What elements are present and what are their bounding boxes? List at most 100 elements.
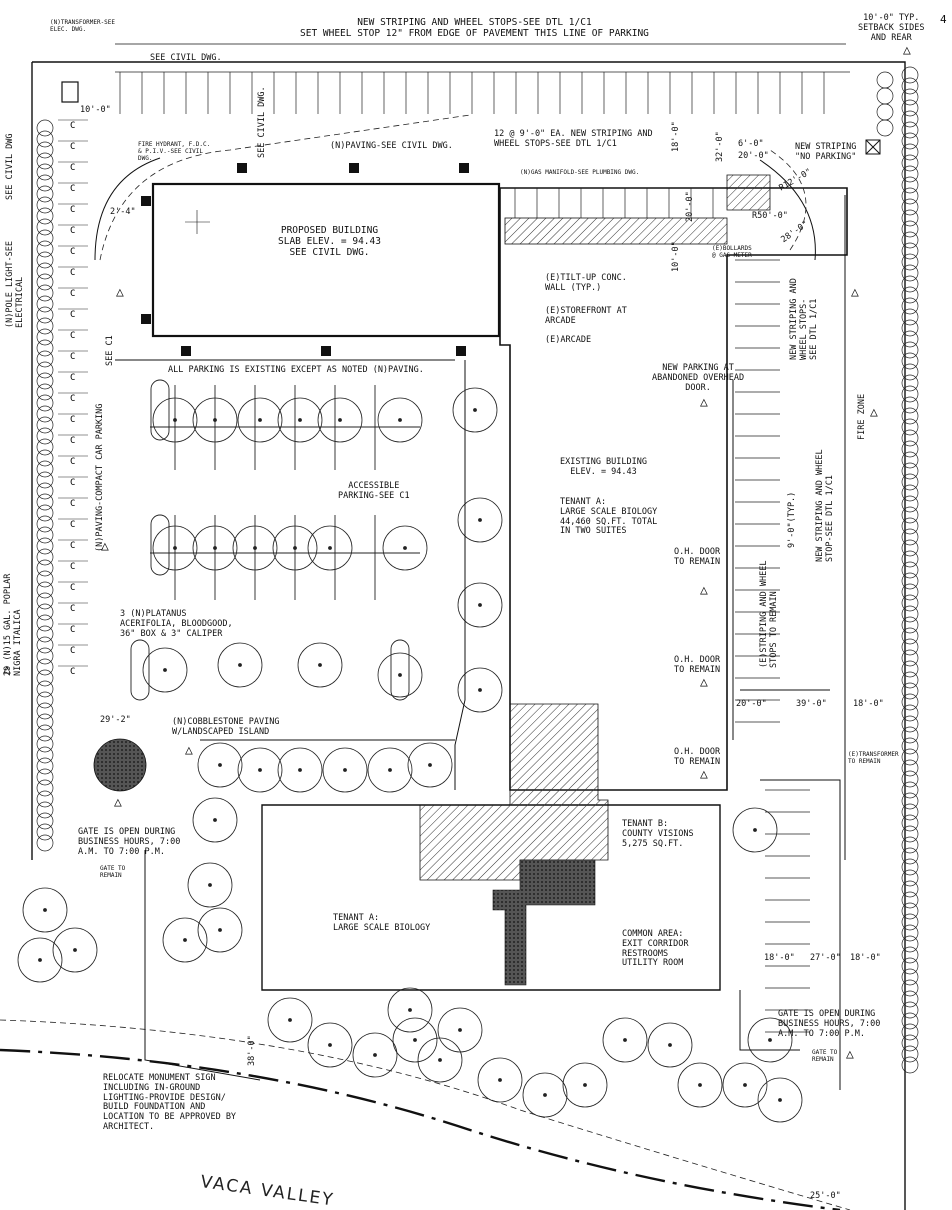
tree: [732, 807, 778, 853]
tree: [392, 1017, 438, 1063]
paving-civil-note: (N)PAVING-SEE CIVIL DWG.: [330, 141, 453, 151]
tree-center: [478, 603, 482, 607]
tree-center: [258, 418, 262, 422]
tree-center: [583, 1083, 587, 1087]
poplar: [901, 803, 919, 821]
poplar: [36, 196, 54, 214]
tree-center: [163, 668, 167, 672]
poplar: [36, 372, 54, 390]
island: [390, 639, 410, 701]
poplar: [901, 407, 919, 425]
poplar: [901, 132, 919, 150]
tree: [142, 647, 188, 693]
dim-29: 29'-2": [100, 715, 131, 725]
tree-center: [543, 1093, 547, 1097]
dim-10-top: 10'-0": [80, 105, 111, 115]
tree-center: [298, 768, 302, 772]
poplar: [901, 913, 919, 931]
curbs: [94, 157, 846, 1090]
compact-stall-mark: C: [70, 583, 75, 593]
tree: [162, 917, 208, 963]
compact-stall-mark: C: [70, 499, 75, 509]
poplar: [36, 163, 54, 181]
poplar: [901, 187, 919, 205]
poplar: [901, 242, 919, 260]
poplar: [36, 262, 54, 280]
poplar: [36, 119, 54, 137]
striping-note-top: NEW STRIPING AND WHEEL STOPS-SEE DTL 1/C…: [300, 17, 649, 40]
parking-islands: [130, 379, 420, 701]
poplar: [901, 473, 919, 491]
poplar: [36, 702, 54, 720]
poplar: [901, 847, 919, 865]
poplar: [901, 495, 919, 513]
compact-stall-mark: C: [70, 667, 75, 677]
poplar: [901, 616, 919, 634]
tree: [297, 642, 343, 688]
poplar: [901, 572, 919, 590]
compact-stall-mark: C: [70, 226, 75, 236]
tree-center: [213, 546, 217, 550]
tree: [522, 1072, 568, 1118]
tree: [52, 927, 98, 973]
tree: [602, 1017, 648, 1063]
poplar: [36, 471, 54, 489]
cobblestone-island: [93, 738, 147, 792]
compact-stall-mark: C: [70, 457, 75, 467]
compact-stall-mark: C: [70, 142, 75, 152]
poplar: [901, 198, 919, 216]
poplar: [901, 286, 919, 304]
compact-stall-mark: C: [70, 289, 75, 299]
poplar: [36, 383, 54, 401]
poplar: [901, 781, 919, 799]
tree-center: [473, 408, 477, 412]
cobblestone-note: (N)COBBLESTONE PAVINGw/LANDSCAPED ISLAND: [172, 717, 280, 737]
poplar: [876, 71, 894, 89]
poplar: [901, 209, 919, 227]
poplar: [36, 834, 54, 852]
poplar: [36, 306, 54, 324]
poplar: [901, 363, 919, 381]
fire-zone-label: FIRE ZONE: [857, 393, 867, 440]
poplar: [901, 924, 919, 942]
poplar: [36, 482, 54, 500]
tree-center: [288, 1018, 292, 1022]
poplar: [36, 460, 54, 478]
poplar: [901, 704, 919, 722]
poplar: [36, 339, 54, 357]
poplar: [36, 394, 54, 412]
tree: [722, 1062, 768, 1108]
tree: [237, 747, 283, 793]
poplar: [36, 603, 54, 621]
poplar: [901, 759, 919, 777]
tree-center: [743, 1083, 747, 1087]
poplar: [901, 770, 919, 788]
tree: [452, 387, 498, 433]
poplar: [901, 110, 919, 128]
tree-center: [623, 1038, 627, 1042]
see-civil-top: SEE CIVIL DWG.: [150, 53, 222, 63]
tree-center: [218, 763, 222, 767]
dim-9-typ: 9'-0"(TYP.): [787, 491, 797, 548]
tilt-up-wall-hatch: [504, 217, 728, 245]
tree-center: [218, 928, 222, 932]
poplar: [901, 693, 919, 711]
see-c1-note: SEE C1: [105, 335, 115, 366]
poplar: [36, 328, 54, 346]
poplar: [36, 581, 54, 599]
poplar: [901, 979, 919, 997]
compact-stall-mark: C: [70, 604, 75, 614]
dim-2: 2'-4": [110, 207, 136, 217]
dim-6: 6'-0": [738, 139, 764, 149]
poplar: [36, 768, 54, 786]
poplar: [36, 548, 54, 566]
poplar: [901, 550, 919, 568]
